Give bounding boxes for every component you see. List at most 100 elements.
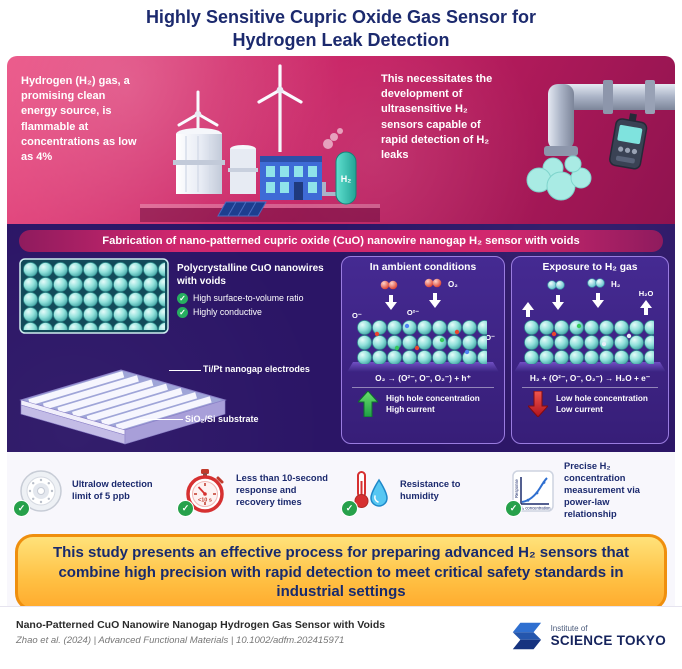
green-up-arrow-icon [358,391,378,417]
nanowire-bullet: ✓ Highly conductive [177,307,335,318]
hero-section: Hydrogen (H₂) gas, a promising clean ene… [7,56,675,224]
substrate-leader-line [139,419,183,420]
check-icon: ✓ [177,500,194,517]
graph-x-label: H₂ concentration [520,505,552,510]
hero-left-text: Hydrogen (H₂) gas, a promising clean ene… [21,75,137,163]
small-tank [228,145,258,194]
red-down-arrow-icon [528,391,548,417]
features-section: ✓ Ultralow detection limit of 5 ppb [7,452,675,530]
feature-text: Less than 10-second response and recover… [236,473,328,507]
header: Highly Sensitive Cupric Oxide Gas Sensor… [0,0,682,56]
check-icon: ✓ [177,307,188,318]
feature-text: Resistance to humidity [400,479,461,501]
adsorbed-species-dots [551,323,632,347]
exposure-equation: H₂ + (O²⁻, O⁻, O₂⁻) → H₂O + e⁻ [529,373,651,383]
hydrogen-tank: H₂ [322,151,357,205]
electrode-label: Ti/Pt nanogap electrodes [203,364,310,374]
fabrication-section: Fabrication of nano-patterned cupric oxi… [7,224,675,452]
nanowire-surface [357,320,487,364]
nanowire-description: Polycrystalline CuO nanowires with voids… [177,262,335,318]
feature-text: Precise H₂ concentration measurement via… [564,461,640,519]
down-arrow-icon [552,293,604,310]
gas-detector-device [609,113,648,170]
stopwatch-dial-text: <10 s [198,498,212,504]
adsorbed-species-dots [374,323,470,355]
stopwatch-icon: <10 s ✓ [177,468,228,517]
ambient-result-line1: High hole concentration [386,393,480,403]
page-title: Highly Sensitive Cupric Oxide Gas Sensor… [0,6,682,52]
hero-right-text: This necessitates the development of ult… [381,73,493,161]
exposure-result: Low hole concentration Low current [512,391,668,417]
check-icon: ✓ [13,500,30,517]
h2o-label: H₂O [639,289,654,298]
bullet-text: High surface-to-volume ratio [193,293,304,303]
ambient-result-line2: High current [386,405,435,414]
power-law-graph-icon: Response H₂ concentration ✓ [505,468,556,517]
electrode-base [347,362,499,372]
science-tokyo-s-mark [512,622,541,650]
leak-cloud [526,155,592,201]
nanowire-bullet: ✓ High surface-to-volume ratio [177,293,335,304]
title-line-2: Hydrogen Leak Detection [232,30,450,51]
feature-humidity: ✓ Resistance to humidity [341,468,505,517]
up-arrow-icon [522,300,652,317]
gas-leak-illustration [526,80,675,201]
feature-power-law: Response H₂ concentration ✓ Precise H₂ c… [505,461,669,520]
paper-title: Nano-Patterned CuO Nanowire Nanogap Hydr… [16,619,386,631]
electrode-base [514,362,666,372]
nanowire-surface [524,320,654,364]
logo-text: Institute of SCIENCE TOKYO [551,624,666,648]
exposure-result-line2: Low current [556,405,603,414]
fabrication-banner: Fabrication of nano-patterned cupric oxi… [19,230,663,252]
feature-detection-limit: ✓ Ultralow detection limit of 5 ppb [13,468,177,517]
graph-y-label: Response [514,478,519,498]
bullet-text: Highly conductive [193,307,262,317]
h2-label: H₂ [611,280,621,289]
logo-science-tokyo: SCIENCE TOKYO [550,633,666,648]
electrode-leader-line [169,370,201,371]
divider [352,387,494,388]
ambient-conditions-panel: In ambient conditions [341,256,505,444]
factory-building [260,156,322,200]
oxygen-molecules [380,278,442,290]
steam-puffs [323,128,343,149]
species-right-label: O⁻ [485,333,495,342]
gas-pipe [544,80,675,156]
nanowire-title: Polycrystalline CuO nanowires with voids [177,263,324,287]
ambient-equation: O₂ → (O²⁻, O⁻, O₂⁻) + h⁺ [375,373,471,383]
industrial-plant-illustration: H₂ [140,64,380,222]
exposure-title: Exposure to H₂ gas [542,262,638,273]
feature-response-time: <10 s ✓ Less than 10-second response and… [177,468,341,517]
footer-left: Nano-Patterned CuO Nanowire Nanogap Hydr… [16,619,385,646]
nanogap-chip-diagram [19,369,227,445]
check-icon: ✓ [177,293,188,304]
check-icon: ✓ [341,500,358,517]
o2-label: O₂ [448,280,458,289]
ambient-surface-diagram: O₂ O⁻ O²⁻ O⁻ [347,278,499,372]
thermometer-droplet-icon: ✓ [341,468,392,517]
hydrogen-molecules [547,278,605,290]
check-icon: ✓ [505,499,522,517]
science-tokyo-logo: Institute of SCIENCE TOKYO [509,619,666,653]
substrate-label: SiO₂/Si substrate [185,414,259,424]
down-arrow-icon [385,293,441,310]
ambient-title: In ambient conditions [369,262,477,273]
exposure-result-line1: Low hole concentration [556,393,648,403]
logo-institute-of: Institute of [550,624,588,633]
solar-panel [217,201,267,217]
smoke-detector-icon: ✓ [13,468,64,517]
storage-tank [173,128,225,194]
citation: Zhao et al. (2024) | Advanced Functional… [16,635,345,646]
h2-exposure-panel: Exposure to H₂ gas [511,256,669,444]
divider [522,387,658,388]
cuo-nanowire-cluster [19,258,169,334]
species-left-label: O⁻ [352,311,362,320]
hydrogen-tank-label: H₂ [341,174,352,184]
feature-text: Ultralow detection limit of 5 ppb [72,479,153,501]
ambient-result: High hole concentration High current [342,391,504,417]
species-center-label: O²⁻ [407,308,419,317]
conclusion-banner: This study presents an effective process… [15,534,667,611]
footer: Nano-Patterned CuO Nanowire Nanogap Hydr… [0,606,682,669]
exposure-surface-diagram: H₂ H₂O [514,278,666,372]
